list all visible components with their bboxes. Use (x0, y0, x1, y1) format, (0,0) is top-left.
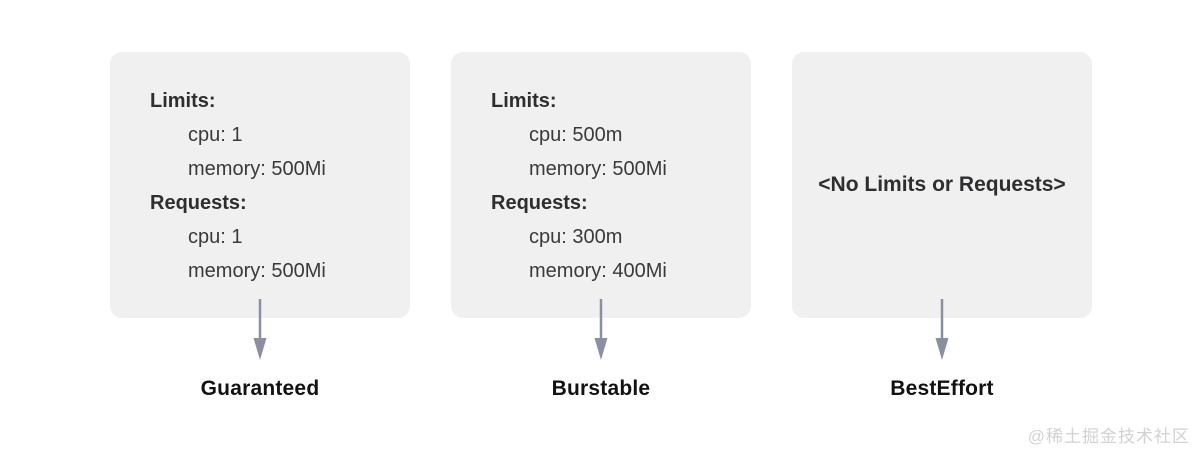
limit-cpu: cpu: 1 (188, 124, 243, 146)
limits-header: Limits: (150, 90, 216, 112)
limit-memory: memory: 500Mi (188, 158, 326, 180)
request-memory: memory: 500Mi (188, 260, 326, 282)
resource-spec-card: Limits: cpu: 1 memory: 500Mi Requests: c… (110, 52, 410, 318)
qos-column-guaranteed: Limits: cpu: 1 memory: 500Mi Requests: c… (110, 0, 410, 450)
no-limits-card: <No Limits or Requests> (792, 52, 1092, 318)
arrow-down-icon (935, 299, 949, 360)
arrow-down-icon (594, 299, 608, 360)
request-cpu: cpu: 300m (529, 226, 623, 248)
qos-class-label: Guaranteed (200, 377, 320, 400)
requests-header: Requests: (150, 192, 247, 214)
watermark: @稀土掘金技术社区 (1027, 427, 1190, 446)
limits-header: Limits: (491, 90, 557, 112)
request-memory: memory: 400Mi (529, 260, 667, 282)
resource-spec-card: Limits: cpu: 500m memory: 500Mi Requests… (451, 52, 751, 318)
request-cpu: cpu: 1 (188, 226, 243, 248)
no-limits-text: <No Limits or Requests> (818, 173, 1066, 196)
limit-cpu: cpu: 500m (529, 124, 623, 146)
requests-header: Requests: (491, 192, 588, 214)
arrow-down-icon (253, 299, 267, 360)
limit-memory: memory: 500Mi (529, 158, 667, 180)
qos-class-label: Burstable (551, 377, 651, 400)
qos-column-burstable: Limits: cpu: 500m memory: 500Mi Requests… (451, 0, 751, 450)
qos-class-label: BestEffort (890, 377, 994, 400)
qos-column-besteffort: <No Limits or Requests> BestEffort (792, 0, 1092, 450)
